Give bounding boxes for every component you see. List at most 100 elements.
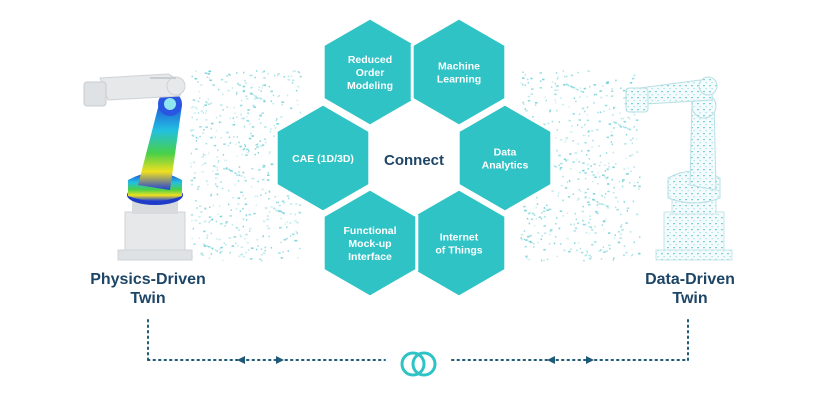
data-stream-dot bbox=[196, 118, 198, 121]
data-stream-dot bbox=[524, 73, 527, 76]
data-stream-dot bbox=[574, 212, 576, 215]
data-stream-dot bbox=[543, 207, 546, 209]
data-stream-dot bbox=[294, 70, 296, 72]
data-stream-dot bbox=[191, 219, 193, 222]
arrow-left-icon bbox=[237, 356, 245, 364]
data-stream-dot bbox=[267, 174, 270, 176]
data-stream-dot bbox=[267, 171, 269, 174]
data-stream-dot bbox=[247, 112, 249, 115]
data-stream-dot bbox=[259, 114, 263, 116]
data-stream-dot bbox=[234, 112, 236, 114]
data-stream-dot bbox=[260, 90, 262, 92]
data-stream-dot bbox=[593, 102, 595, 104]
data-stream-dot bbox=[238, 141, 240, 144]
data-stream-dot bbox=[556, 149, 558, 152]
data-stream-dot bbox=[607, 183, 610, 185]
data-stream-dot bbox=[233, 121, 236, 124]
data-stream-dot bbox=[245, 251, 247, 254]
data-stream-dot bbox=[567, 84, 569, 87]
data-stream-dot bbox=[273, 124, 275, 127]
data-stream-dot bbox=[270, 206, 273, 208]
hexagon-shape bbox=[321, 187, 419, 299]
data-stream-dot bbox=[579, 87, 581, 89]
data-stream-dot bbox=[612, 114, 614, 116]
hex-label-line: CAE (1D/3D) bbox=[292, 153, 354, 165]
data-stream-dot bbox=[225, 244, 227, 246]
data-stream-dot bbox=[243, 176, 246, 179]
data-stream-dot bbox=[266, 179, 270, 181]
data-stream-dot bbox=[572, 193, 574, 195]
data-stream-dot bbox=[244, 179, 247, 182]
data-stream-dot bbox=[626, 210, 628, 212]
data-stream-dot bbox=[270, 247, 273, 249]
data-stream-dot bbox=[556, 77, 559, 80]
data-stream-dot bbox=[267, 227, 271, 230]
data-stream-dot bbox=[620, 224, 623, 226]
data-stream-dot bbox=[235, 227, 239, 229]
data-stream-dot bbox=[561, 103, 565, 106]
data-stream-dot bbox=[261, 87, 263, 89]
data-stream-dot bbox=[291, 82, 294, 84]
data-stream-dot bbox=[203, 243, 205, 246]
data-stream-dot bbox=[598, 145, 600, 147]
data-stream-dot bbox=[610, 131, 613, 133]
data-stream-dot bbox=[235, 143, 237, 146]
data-stream-dot bbox=[228, 203, 230, 206]
data-stream-dot bbox=[633, 181, 636, 184]
data-stream-dot bbox=[211, 122, 214, 125]
data-stream-dot bbox=[599, 164, 601, 167]
data-stream-dot bbox=[220, 250, 223, 253]
hex-label-line: Mock-up bbox=[348, 238, 391, 250]
data-stream-dot bbox=[593, 199, 596, 202]
data-stream-dot bbox=[255, 143, 258, 146]
data-stream-dot bbox=[573, 230, 576, 232]
data-stream-dot bbox=[568, 180, 571, 182]
data-stream-dot bbox=[245, 214, 247, 216]
data-stream-dot bbox=[556, 85, 559, 87]
data-stream-dot bbox=[197, 112, 200, 114]
data-stream-dot bbox=[594, 176, 597, 179]
data-stream-dot bbox=[250, 186, 253, 188]
data-stream-dot bbox=[530, 93, 533, 95]
data-stream-dot bbox=[619, 124, 621, 126]
data-stream-dot bbox=[218, 248, 221, 251]
data-stream-dot bbox=[582, 162, 585, 164]
data-stream-dot bbox=[259, 140, 261, 142]
data-stream-dot bbox=[238, 166, 241, 168]
data-stream-dot bbox=[591, 229, 593, 231]
data-stream-dot bbox=[195, 136, 197, 139]
data-stream-dot bbox=[546, 209, 549, 211]
data-stream-dot bbox=[610, 141, 613, 143]
data-stream-dot bbox=[586, 95, 588, 98]
data-stream-dot bbox=[217, 88, 220, 91]
physics-robot-icon bbox=[83, 73, 193, 261]
data-stream-dot bbox=[279, 210, 282, 213]
data-stream-dot bbox=[549, 230, 552, 233]
data-stream-dot bbox=[245, 219, 248, 221]
data-stream-dot bbox=[237, 180, 240, 182]
data-stream-dot bbox=[229, 169, 231, 171]
data-stream-dot bbox=[581, 210, 584, 213]
data-stream-dot bbox=[614, 236, 616, 239]
data-stream-dot bbox=[543, 123, 546, 126]
data-stream-dot bbox=[632, 200, 635, 203]
data-stream-dot bbox=[558, 192, 560, 194]
data-stream-dot bbox=[581, 91, 585, 93]
data-stream-dot bbox=[267, 215, 269, 217]
data-stream-dot bbox=[587, 188, 589, 190]
data-stream-dot bbox=[289, 222, 292, 224]
data-stream-dot bbox=[567, 159, 569, 161]
data-stream-dot bbox=[607, 190, 610, 193]
data-stream-dot bbox=[197, 137, 199, 140]
data-stream-dot bbox=[236, 72, 238, 74]
data-stream-dot bbox=[255, 97, 258, 99]
data-stream-dot bbox=[579, 171, 581, 174]
data-stream-dot bbox=[276, 123, 279, 125]
data-stream-dot bbox=[549, 242, 551, 245]
data-stream-dot bbox=[239, 234, 241, 236]
data-stream-dot bbox=[229, 215, 232, 217]
data-twin-label-line2: Twin bbox=[672, 290, 708, 307]
data-stream-dot bbox=[214, 136, 216, 139]
data-stream-dot bbox=[286, 94, 289, 97]
data-stream-dot bbox=[614, 196, 618, 199]
